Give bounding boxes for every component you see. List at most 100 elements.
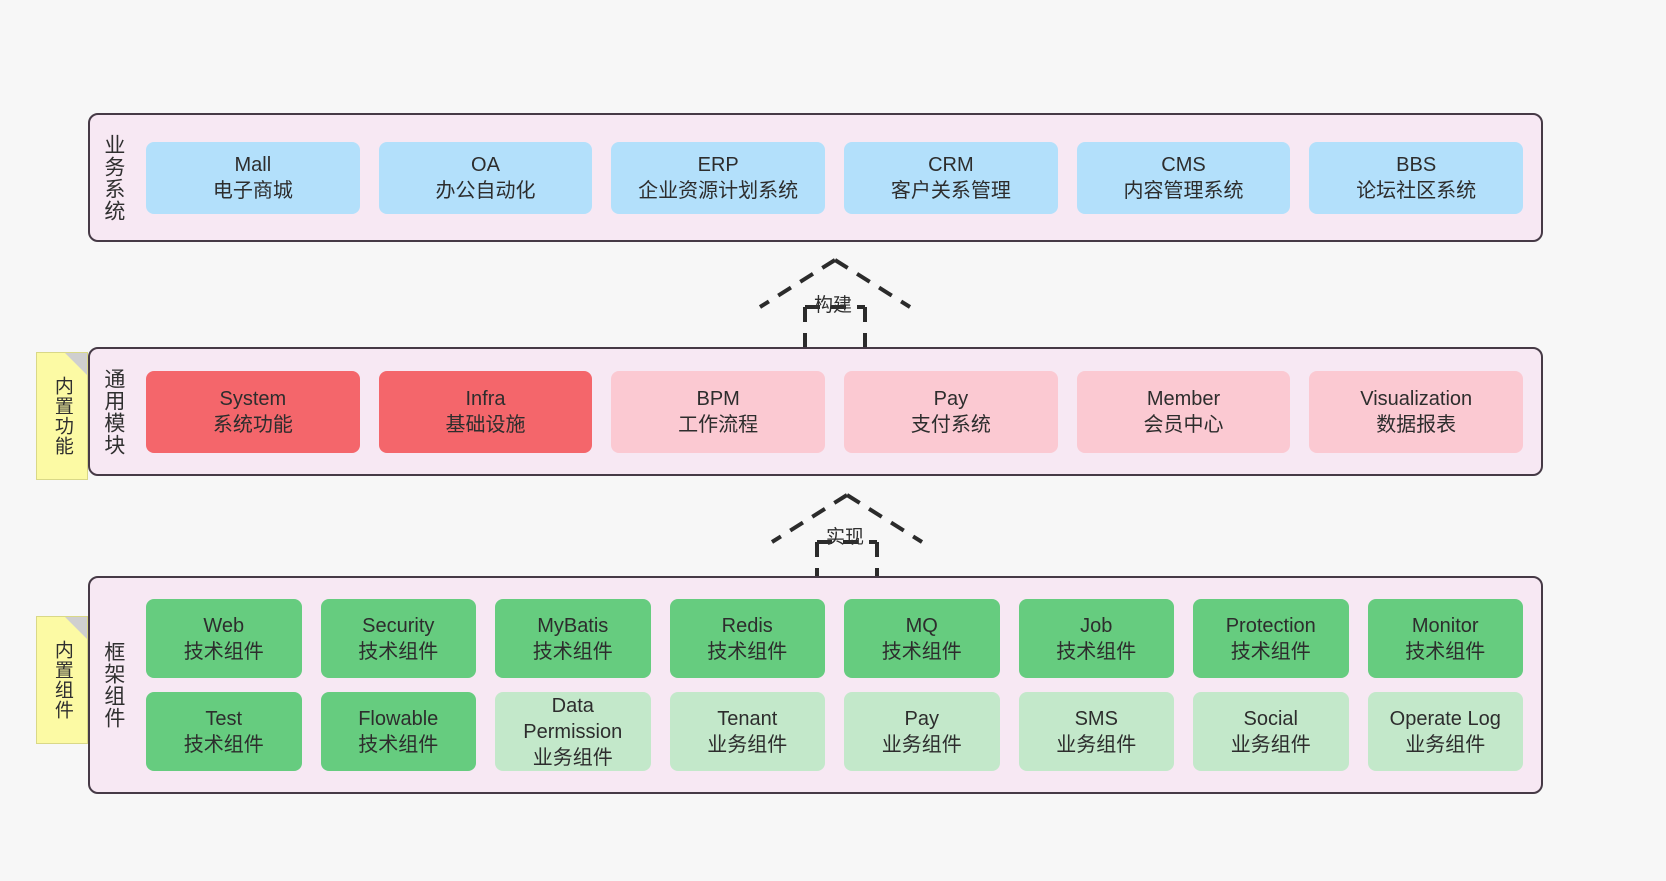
- card-sms-en: SMS: [1074, 707, 1118, 730]
- card-sms[interactable]: SMS 业务组件: [1018, 692, 1174, 771]
- card-pay-module[interactable]: Pay 支付系统: [844, 370, 1058, 453]
- card-protection-en: Protection: [1225, 614, 1316, 637]
- card-job-en: Job: [1080, 614, 1113, 637]
- card-flowable-cn: 技术组件: [358, 733, 439, 756]
- card-erp[interactable]: ERP 企业资源计划系统: [611, 141, 826, 214]
- card-test[interactable]: Test 技术组件: [146, 692, 302, 771]
- card-infra-cn: 基础设施: [445, 413, 526, 436]
- layer-framework-components-title: 框架组件: [101, 641, 125, 729]
- card-mybatis-en: MyBatis: [537, 614, 609, 637]
- card-data-permission-en: Data Permission: [523, 694, 623, 743]
- card-protection-cn: 技术组件: [1230, 640, 1311, 663]
- card-erp-en: ERP: [697, 153, 739, 176]
- layer-common-modules-title: 通用模块: [101, 367, 125, 456]
- layer-framework-components-body: Web 技术组件 Security 技术组件 MyBatis 技术组件 Redi…: [136, 578, 1541, 792]
- card-bpm-en: BPM: [696, 387, 740, 410]
- card-pay-module-en: Pay: [933, 387, 969, 410]
- card-test-cn: 技术组件: [183, 733, 264, 756]
- card-job[interactable]: Job 技术组件: [1018, 599, 1174, 678]
- common-modules-row: System 系统功能 Infra 基础设施 BPM 工作流程 Pay 支付系统…: [146, 370, 1524, 453]
- card-oa-cn: 办公自动化: [435, 179, 536, 202]
- card-social-cn: 业务组件: [1230, 733, 1311, 756]
- card-web-cn: 技术组件: [183, 640, 264, 663]
- card-visualization[interactable]: Visualization 数据报表: [1309, 370, 1524, 453]
- card-bpm[interactable]: BPM 工作流程: [611, 370, 826, 453]
- card-social-en: Social: [1243, 707, 1298, 730]
- card-bpm-cn: 工作流程: [678, 413, 759, 436]
- card-monitor[interactable]: Monitor 技术组件: [1367, 599, 1523, 678]
- card-sms-cn: 业务组件: [1056, 733, 1137, 756]
- layer-common-modules: 通用模块 System 系统功能 Infra 基础设施 BPM 工作流程 Pay…: [88, 347, 1543, 476]
- card-web-en: Web: [203, 614, 245, 637]
- card-infra-en: Infra: [465, 387, 506, 410]
- card-mybatis-cn: 技术组件: [532, 640, 613, 663]
- card-crm-cn: 客户关系管理: [890, 179, 1011, 202]
- card-monitor-en: Monitor: [1411, 614, 1479, 637]
- card-bbs-cn: 论坛社区系统: [1356, 179, 1477, 202]
- card-system-cn: 系统功能: [212, 413, 293, 436]
- card-operate-log[interactable]: Operate Log 业务组件: [1367, 692, 1523, 771]
- card-pay-component-en: Pay: [904, 707, 939, 730]
- card-monitor-cn: 技术组件: [1405, 640, 1486, 663]
- card-flowable[interactable]: Flowable 技术组件: [320, 692, 476, 771]
- card-bbs[interactable]: BBS 论坛社区系统: [1309, 141, 1524, 214]
- card-bbs-en: BBS: [1396, 153, 1437, 176]
- card-mq-cn: 技术组件: [881, 640, 962, 663]
- connector-build-label: 构建: [814, 295, 853, 316]
- layer-framework-components: 框架组件 Web 技术组件 Security 技术组件 MyBatis 技术组件…: [88, 576, 1543, 794]
- card-mall-cn: 电子商城: [212, 179, 293, 202]
- card-oa-en: OA: [471, 153, 500, 176]
- card-cms[interactable]: CMS 内容管理系统: [1076, 141, 1291, 214]
- card-visualization-cn: 数据报表: [1376, 413, 1457, 436]
- framework-tech-components-row: Web 技术组件 Security 技术组件 MyBatis 技术组件 Redi…: [146, 599, 1523, 678]
- card-pay-module-cn: 支付系统: [910, 413, 991, 436]
- card-web[interactable]: Web 技术组件: [146, 599, 302, 678]
- sticky-note-builtin-features-label: 内置功能: [51, 376, 73, 456]
- card-member[interactable]: Member 会员中心: [1076, 370, 1291, 453]
- card-pay-component-cn: 业务组件: [881, 733, 962, 756]
- card-mq[interactable]: MQ 技术组件: [844, 599, 1000, 678]
- card-infra[interactable]: Infra 基础设施: [378, 370, 593, 453]
- card-cms-en: CMS: [1161, 153, 1206, 176]
- card-pay-component[interactable]: Pay 业务组件: [844, 692, 1000, 771]
- card-security[interactable]: Security 技术组件: [320, 599, 476, 678]
- card-mq-en: MQ: [905, 614, 938, 637]
- card-social[interactable]: Social 业务组件: [1193, 692, 1349, 771]
- card-system[interactable]: System 系统功能: [146, 370, 360, 453]
- card-member-cn: 会员中心: [1143, 413, 1224, 436]
- layer-common-modules-body: System 系统功能 Infra 基础设施 BPM 工作流程 Pay 支付系统…: [136, 349, 1541, 474]
- layer-business-systems: 业务系统 Mall 电子商城 OA 办公自动化 ERP 企业资源计划系统 CRM…: [88, 113, 1543, 242]
- business-systems-row: Mall 电子商城 OA 办公自动化 ERP 企业资源计划系统 CRM 客户关系…: [146, 141, 1524, 214]
- card-tenant[interactable]: Tenant 业务组件: [669, 692, 825, 771]
- layer-business-systems-body: Mall 电子商城 OA 办公自动化 ERP 企业资源计划系统 CRM 客户关系…: [136, 115, 1541, 240]
- sticky-note-builtin-features: 内置功能: [36, 352, 88, 480]
- card-tenant-en: Tenant: [717, 707, 778, 730]
- card-system-en: System: [219, 387, 287, 410]
- card-operate-log-en: Operate Log: [1389, 707, 1501, 730]
- layer-business-systems-title: 业务系统: [101, 133, 125, 222]
- card-mybatis[interactable]: MyBatis 技术组件: [495, 599, 651, 678]
- card-operate-log-cn: 业务组件: [1405, 733, 1486, 756]
- card-data-permission[interactable]: Data Permission 业务组件: [495, 692, 651, 771]
- card-crm-en: CRM: [928, 153, 974, 176]
- card-cms-cn: 内容管理系统: [1123, 179, 1244, 202]
- card-data-permission-cn: 业务组件: [532, 746, 613, 769]
- card-security-en: Security: [362, 614, 435, 637]
- card-redis-cn: 技术组件: [707, 640, 788, 663]
- sticky-note-builtin-components: 内置组件: [36, 616, 88, 744]
- card-protection[interactable]: Protection 技术组件: [1193, 599, 1349, 678]
- card-oa[interactable]: OA 办公自动化: [378, 141, 593, 214]
- card-erp-cn: 企业资源计划系统: [638, 179, 799, 202]
- card-crm[interactable]: CRM 客户关系管理: [844, 141, 1058, 214]
- card-test-en: Test: [205, 707, 243, 730]
- card-member-en: Member: [1146, 387, 1221, 410]
- card-mall[interactable]: Mall 电子商城: [146, 141, 360, 214]
- card-redis[interactable]: Redis 技术组件: [669, 599, 825, 678]
- framework-business-components-row: Test 技术组件 Flowable 技术组件 Data Permission …: [146, 692, 1523, 771]
- card-redis-en: Redis: [721, 614, 773, 637]
- card-flowable-en: Flowable: [358, 707, 439, 730]
- card-security-cn: 技术组件: [358, 640, 439, 663]
- card-job-cn: 技术组件: [1056, 640, 1137, 663]
- card-mall-en: Mall: [234, 153, 272, 176]
